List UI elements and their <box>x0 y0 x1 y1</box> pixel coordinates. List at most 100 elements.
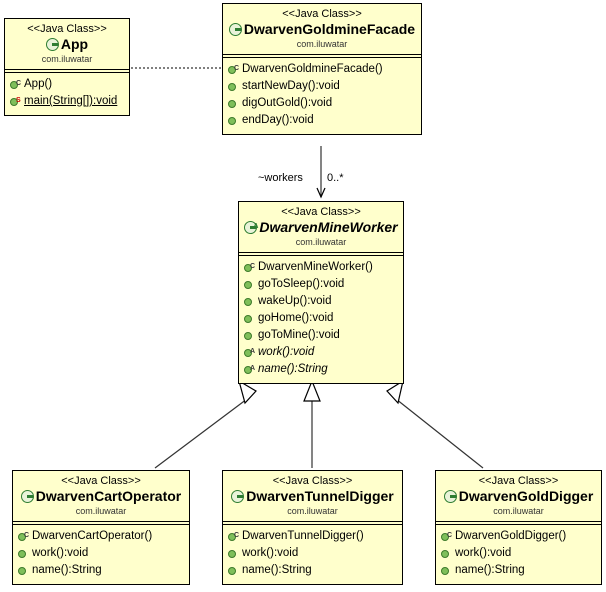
member-row[interactable]: digOutGold():void <box>227 95 418 112</box>
member-row[interactable]: name():String <box>440 562 598 579</box>
method-icon <box>243 312 256 325</box>
method-icon <box>243 278 256 291</box>
class-name-golddigger: DwarvenGoldDigger <box>458 488 594 504</box>
class-package-tunneldigger: com.iluwatar <box>287 506 338 516</box>
class-name-facade: DwarvenGoldmineFacade <box>243 21 416 37</box>
class-header-golddigger: <<Java Class>> DwarvenGoldDigger com.ilu… <box>436 471 601 522</box>
member-row[interactable]: C DwarvenTunnelDigger() <box>227 528 399 545</box>
class-name-app: App <box>60 36 89 52</box>
class-box-dwarvenmineworker[interactable]: <<Java Class>> A DwarvenMineWorker com.i… <box>238 201 404 384</box>
method-icon <box>440 564 453 577</box>
member-label: DwarvenCartOperator() <box>32 530 153 542</box>
class-stereotype-cartoperator: <<Java Class>> <box>61 475 141 487</box>
class-stereotype-worker: <<Java Class>> <box>281 206 361 218</box>
class-box-dwarvencartoperator[interactable]: <<Java Class>> DwarvenCartOperator com.i… <box>12 470 190 585</box>
association-role-label: ~workers <box>258 172 303 184</box>
member-row[interactable]: work():void <box>440 545 598 562</box>
constructor-icon: C <box>227 530 240 543</box>
java-class-icon <box>231 490 245 503</box>
abstract-method-icon: A <box>243 363 256 376</box>
inheritance-triangle-cartoperator <box>238 379 257 405</box>
member-row[interactable]: endDay():void <box>227 112 418 129</box>
class-title-row-cartoperator: DwarvenCartOperator <box>17 488 185 505</box>
class-package-facade: com.iluwatar <box>296 39 348 49</box>
member-row[interactable]: name():String <box>17 562 186 579</box>
member-row[interactable]: S main(String[]):void <box>9 93 126 110</box>
member-label: main(String[]):void <box>24 95 118 107</box>
class-stereotype-facade: <<Java Class>> <box>282 8 362 20</box>
member-row[interactable]: name():String <box>227 562 399 579</box>
member-row[interactable]: work():void <box>17 545 186 562</box>
java-class-icon <box>443 490 457 503</box>
class-title-row-worker: A DwarvenMineWorker <box>243 219 399 236</box>
member-row[interactable]: A name():String <box>243 361 400 378</box>
generalization-cartoperator-to-worker <box>154 398 248 469</box>
method-icon <box>227 114 240 127</box>
member-label: startNewDay():void <box>242 80 340 92</box>
member-row[interactable]: C App() <box>9 76 126 93</box>
constructor-icon: C <box>227 63 240 76</box>
class-header-facade: <<Java Class>> DwarvenGoldmineFacade com… <box>223 4 421 55</box>
class-package-worker: com.iluwatar <box>295 237 347 247</box>
member-row[interactable]: wakeUp():void <box>243 293 400 310</box>
member-row[interactable]: C DwarvenGoldmineFacade() <box>227 61 418 78</box>
inheritance-triangle-tunneldigger <box>303 379 321 402</box>
member-label: work():void <box>32 547 89 559</box>
class-header-tunneldigger: <<Java Class>> DwarvenTunnelDigger com.i… <box>223 471 402 522</box>
inheritance-triangle-golddigger <box>386 379 404 405</box>
method-icon <box>243 295 256 308</box>
class-package-cartoperator: com.iluwatar <box>75 506 127 516</box>
class-package-golddigger: com.iluwatar <box>493 506 544 516</box>
member-row[interactable]: work():void <box>227 545 399 562</box>
member-label: DwarvenMineWorker() <box>258 261 373 273</box>
method-icon <box>227 547 240 560</box>
method-icon <box>227 80 240 93</box>
member-row[interactable]: A work():void <box>243 344 400 361</box>
member-label: name():String <box>258 363 328 375</box>
class-title-row-facade: DwarvenGoldmineFacade <box>227 21 417 38</box>
class-members-cartoperator: C DwarvenCartOperator() work():void name… <box>13 522 189 584</box>
class-package-app: com.iluwatar <box>41 54 93 64</box>
method-icon <box>440 547 453 560</box>
member-label: name():String <box>32 564 102 576</box>
method-icon <box>227 564 240 577</box>
constructor-icon: C <box>17 530 30 543</box>
java-class-icon <box>20 490 34 503</box>
member-label: name():String <box>242 564 312 576</box>
method-icon <box>243 329 256 342</box>
class-stereotype-golddigger: <<Java Class>> <box>478 475 559 487</box>
method-icon <box>17 564 30 577</box>
member-label: work():void <box>258 346 315 358</box>
class-title-row-app: App <box>9 36 125 53</box>
class-members-golddigger: C DwarvenGoldDigger() work():void name()… <box>436 522 601 584</box>
class-title-row-tunneldigger: DwarvenTunnelDigger <box>227 488 398 505</box>
member-row[interactable]: goToMine():void <box>243 327 400 344</box>
member-label: work():void <box>455 547 512 559</box>
class-box-dwarvengoldminefacade[interactable]: <<Java Class>> DwarvenGoldmineFacade com… <box>222 3 422 135</box>
class-name-worker: DwarvenMineWorker <box>259 219 398 235</box>
method-icon <box>17 547 30 560</box>
member-label: DwarvenTunnelDigger() <box>242 530 364 542</box>
class-stereotype-app: <<Java Class>> <box>27 23 107 35</box>
member-row[interactable]: C DwarvenMineWorker() <box>243 259 400 276</box>
static-method-icon: S <box>9 95 22 108</box>
member-row[interactable]: C DwarvenGoldDigger() <box>440 528 598 545</box>
class-members-worker: C DwarvenMineWorker() goToSleep():void w… <box>239 253 403 383</box>
member-row[interactable]: goHome():void <box>243 310 400 327</box>
association-multiplicity-label: 0..* <box>327 172 344 184</box>
class-header-app: <<Java Class>> App com.iluwatar <box>5 19 129 70</box>
member-row[interactable]: goToSleep():void <box>243 276 400 293</box>
java-abstract-class-icon: A <box>244 221 258 234</box>
class-header-cartoperator: <<Java Class>> DwarvenCartOperator com.i… <box>13 471 189 522</box>
member-label: wakeUp():void <box>258 295 332 307</box>
class-title-row-golddigger: DwarvenGoldDigger <box>440 488 597 505</box>
member-row[interactable]: C DwarvenCartOperator() <box>17 528 186 545</box>
member-label: DwarvenGoldmineFacade() <box>242 63 383 75</box>
class-box-dwarvengolddigger[interactable]: <<Java Class>> DwarvenGoldDigger com.ilu… <box>435 470 602 585</box>
class-box-app[interactable]: <<Java Class>> App com.iluwatar C App() … <box>4 18 130 116</box>
member-label: goToMine():void <box>258 329 340 341</box>
member-row[interactable]: startNewDay():void <box>227 78 418 95</box>
class-box-dwarventunneldigger[interactable]: <<Java Class>> DwarvenTunnelDigger com.i… <box>222 470 403 585</box>
class-members-app: C App() S main(String[]):void <box>5 70 129 115</box>
member-label: goHome():void <box>258 312 334 324</box>
